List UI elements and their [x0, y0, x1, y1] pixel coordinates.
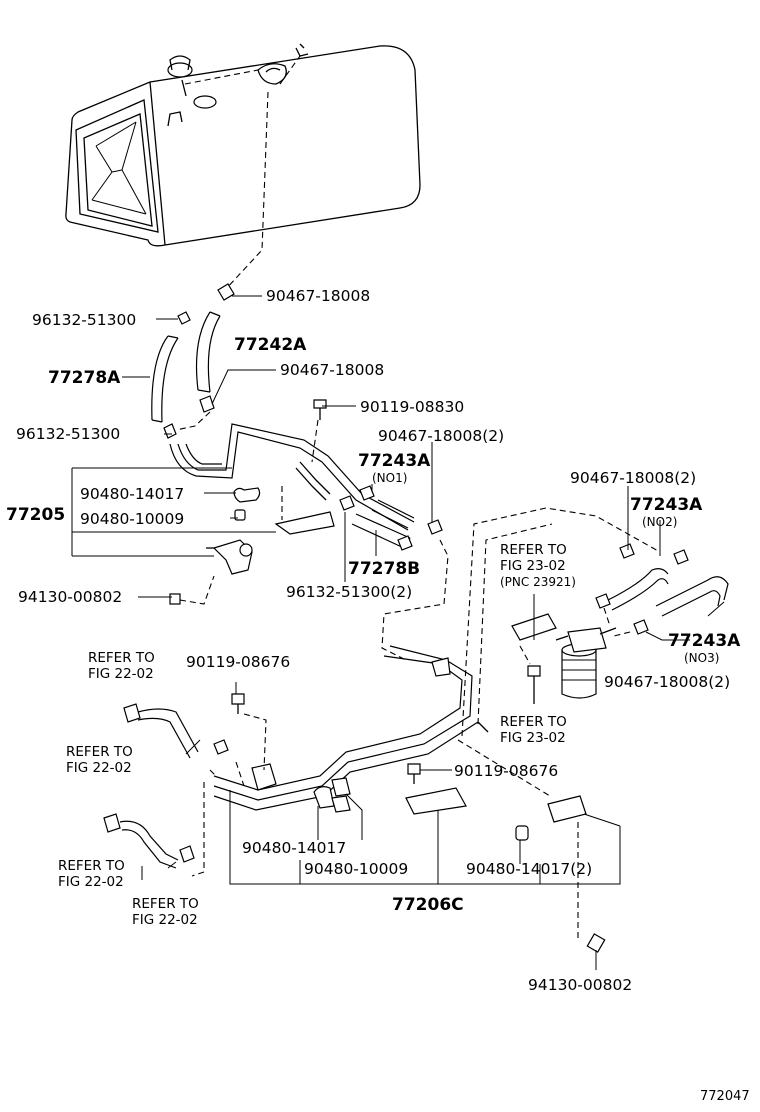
label-refer-to: REFER TO [58, 858, 125, 874]
label-77278B: 77278B [348, 559, 420, 579]
label-fig-23-02: FIG 23-02 [500, 730, 566, 746]
label-77243A: 77243A [668, 631, 741, 651]
label-fig-22-02: FIG 22-02 [132, 912, 198, 928]
label-90480-14017: 90480-14017 [242, 839, 346, 857]
label-96132-51300: 96132-51300 [32, 311, 136, 329]
fuel-tank [65, 43, 421, 291]
label-90467-18008-2: 90467-18008(2) [570, 469, 696, 487]
label-90480-10009: 90480-10009 [304, 860, 408, 878]
label-refer-to: REFER TO [132, 896, 199, 912]
label-90480-14017: 90480-14017 [80, 485, 184, 503]
label-90119-08676: 90119-08676 [454, 762, 558, 780]
label-fig-22-02: FIG 22-02 [88, 666, 154, 682]
label-90119-08830: 90119-08830 [360, 398, 464, 416]
label-fig-22-02: FIG 22-02 [66, 760, 132, 776]
label-90467-18008-2: 90467-18008(2) [378, 427, 504, 445]
label-96132-51300: 96132-51300 [16, 425, 120, 443]
label-77242A: 77242A [234, 335, 307, 355]
leader-lines [71, 295, 725, 970]
label-no2: (NO2) [642, 515, 677, 529]
label-refer-to: REFER TO [88, 650, 155, 666]
label-77206C: 77206C [392, 895, 464, 915]
label-77278A: 77278A [48, 368, 121, 388]
label-no3: (NO3) [684, 651, 719, 665]
label-94130-00802: 94130-00802 [528, 976, 632, 994]
label-90467-18008-2: 90467-18008(2) [604, 673, 730, 691]
label-94130-00802: 94130-00802 [18, 588, 122, 606]
label-refer-to: REFER TO [500, 542, 567, 558]
part-labels: 90467-18008 96132-51300 77242A 77278A 90… [6, 287, 750, 1104]
pipe-77206C [103, 645, 606, 953]
label-no1: (NO1) [372, 471, 407, 485]
diagram-id: 772047 [700, 1089, 750, 1104]
upper-hoses [151, 283, 235, 439]
label-refer-to: REFER TO [500, 714, 567, 730]
label-90467-18008: 90467-18008 [280, 361, 384, 379]
label-fig-23-02: FIG 23-02 [500, 558, 566, 574]
label-90467-18008: 90467-18008 [266, 287, 370, 305]
label-77205: 77205 [6, 505, 65, 525]
label-refer-to: REFER TO [66, 744, 133, 760]
label-fig-22-02: FIG 22-02 [58, 874, 124, 890]
filter-area [461, 507, 729, 737]
label-77243A: 77243A [630, 495, 703, 515]
label-90480-10009: 90480-10009 [80, 510, 184, 528]
label-90119-08676: 90119-08676 [186, 653, 290, 671]
label-pnc: (PNC 23921) [500, 575, 576, 589]
label-77243A: 77243A [358, 451, 431, 471]
label-96132-51300-2: 96132-51300(2) [286, 583, 412, 601]
label-90480-14017-2: 90480-14017(2) [466, 860, 592, 878]
